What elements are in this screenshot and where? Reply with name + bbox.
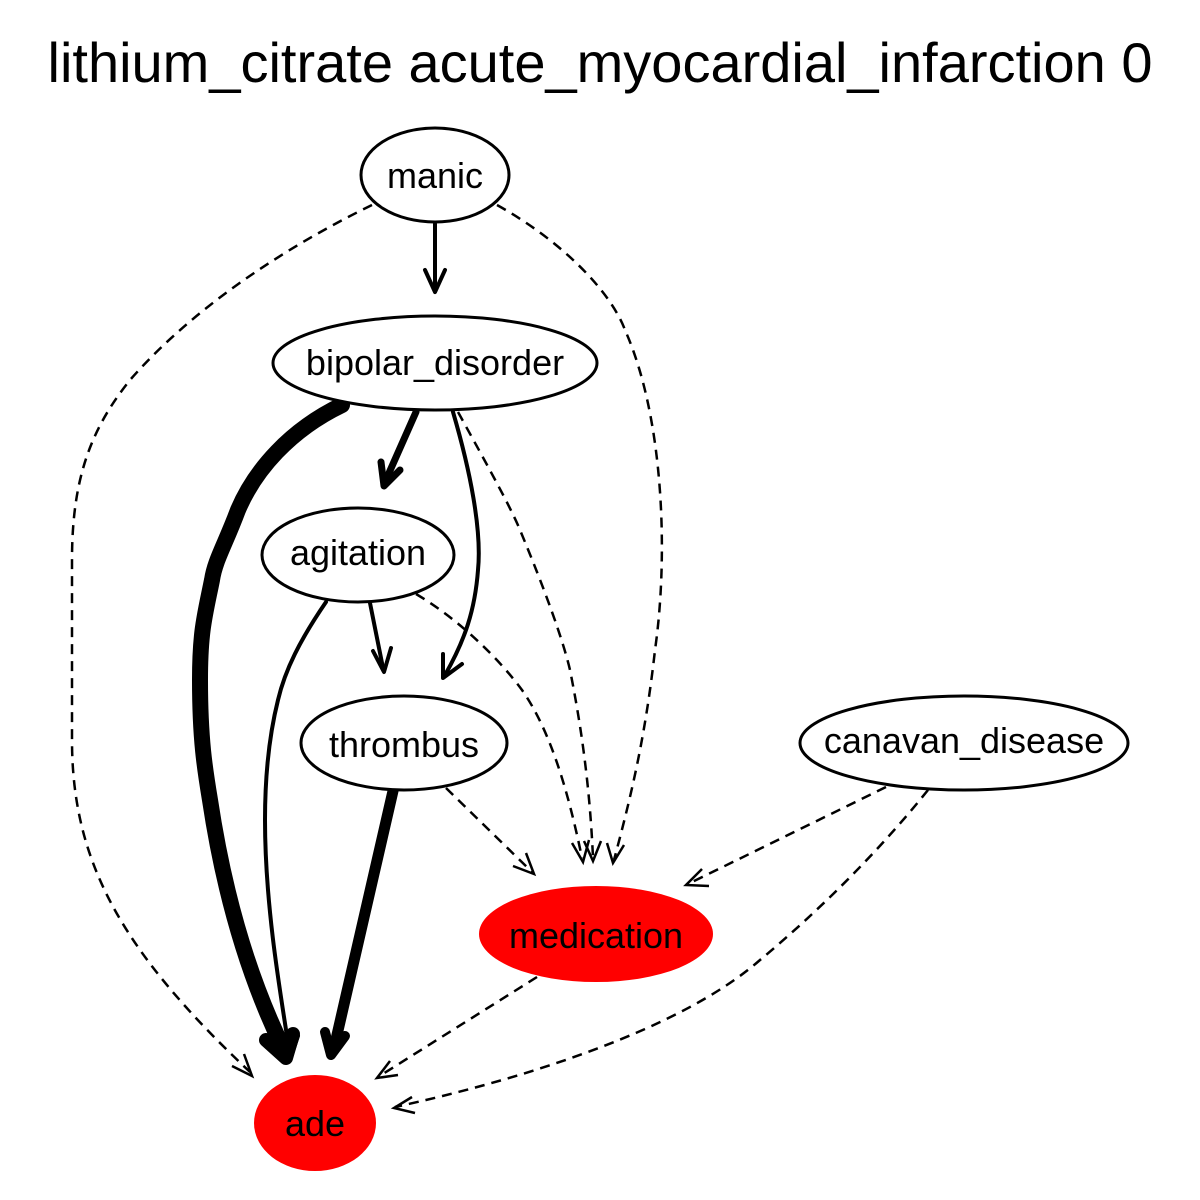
node-ade-shape [254,1075,376,1171]
edge-bipolar-disorder-ade [191,397,350,1065]
node-ade[interactable]: ade [254,1075,376,1171]
edge-bipolar-disorder-thrombus [441,410,481,680]
edge-manic-bipolar-disorder [423,222,447,294]
node-agitation-label: agitation [290,532,426,573]
node-manic-label: manic [387,155,483,196]
node-manic-shape [359,126,511,224]
node-bipolar-disorder[interactable]: bipolar_disorder [271,314,599,412]
node-thrombus[interactable]: thrombus [299,694,509,792]
node-manic[interactable]: manic [359,126,511,224]
edge-canavan-disease-medication [683,785,887,888]
node-agitation-shape [260,506,456,604]
node-agitation[interactable]: agitation [260,506,456,604]
edge-agitation-ade [262,600,328,1062]
nodes: manic bipolar_disorder agitation thrombu… [254,126,1130,1171]
node-bipolar-disorder-label: bipolar_disorder [306,342,564,383]
node-medication-shape [479,886,713,982]
node-bipolar-disorder-shape [271,314,599,412]
node-medication[interactable]: medication [479,886,713,982]
edge-bipolar-disorder-agitation [377,408,420,490]
edges [70,203,929,1115]
node-canavan-disease-label: canavan_disease [824,720,1104,761]
node-thrombus-shape [299,694,509,792]
edge-manic-medication [496,203,664,867]
node-canavan-disease[interactable]: canavan_disease [798,694,1130,792]
graph-title: lithium_citrate acute_myocardial_infarct… [48,31,1153,94]
edge-canavan-disease-ade [390,789,929,1115]
node-thrombus-label: thrombus [329,724,479,765]
edge-agitation-thrombus [368,601,393,674]
edge-thrombus-ade [320,785,399,1060]
edge-agitation-medication [415,592,591,866]
edge-medication-ade [374,975,538,1080]
node-medication-label: medication [509,915,683,956]
edge-bipolar-disorder-medication [456,411,603,865]
edge-manic-ade [70,203,373,1079]
node-canavan-disease-shape [798,694,1130,792]
edge-thrombus-medication [445,787,537,877]
node-ade-label: ade [285,1103,345,1144]
